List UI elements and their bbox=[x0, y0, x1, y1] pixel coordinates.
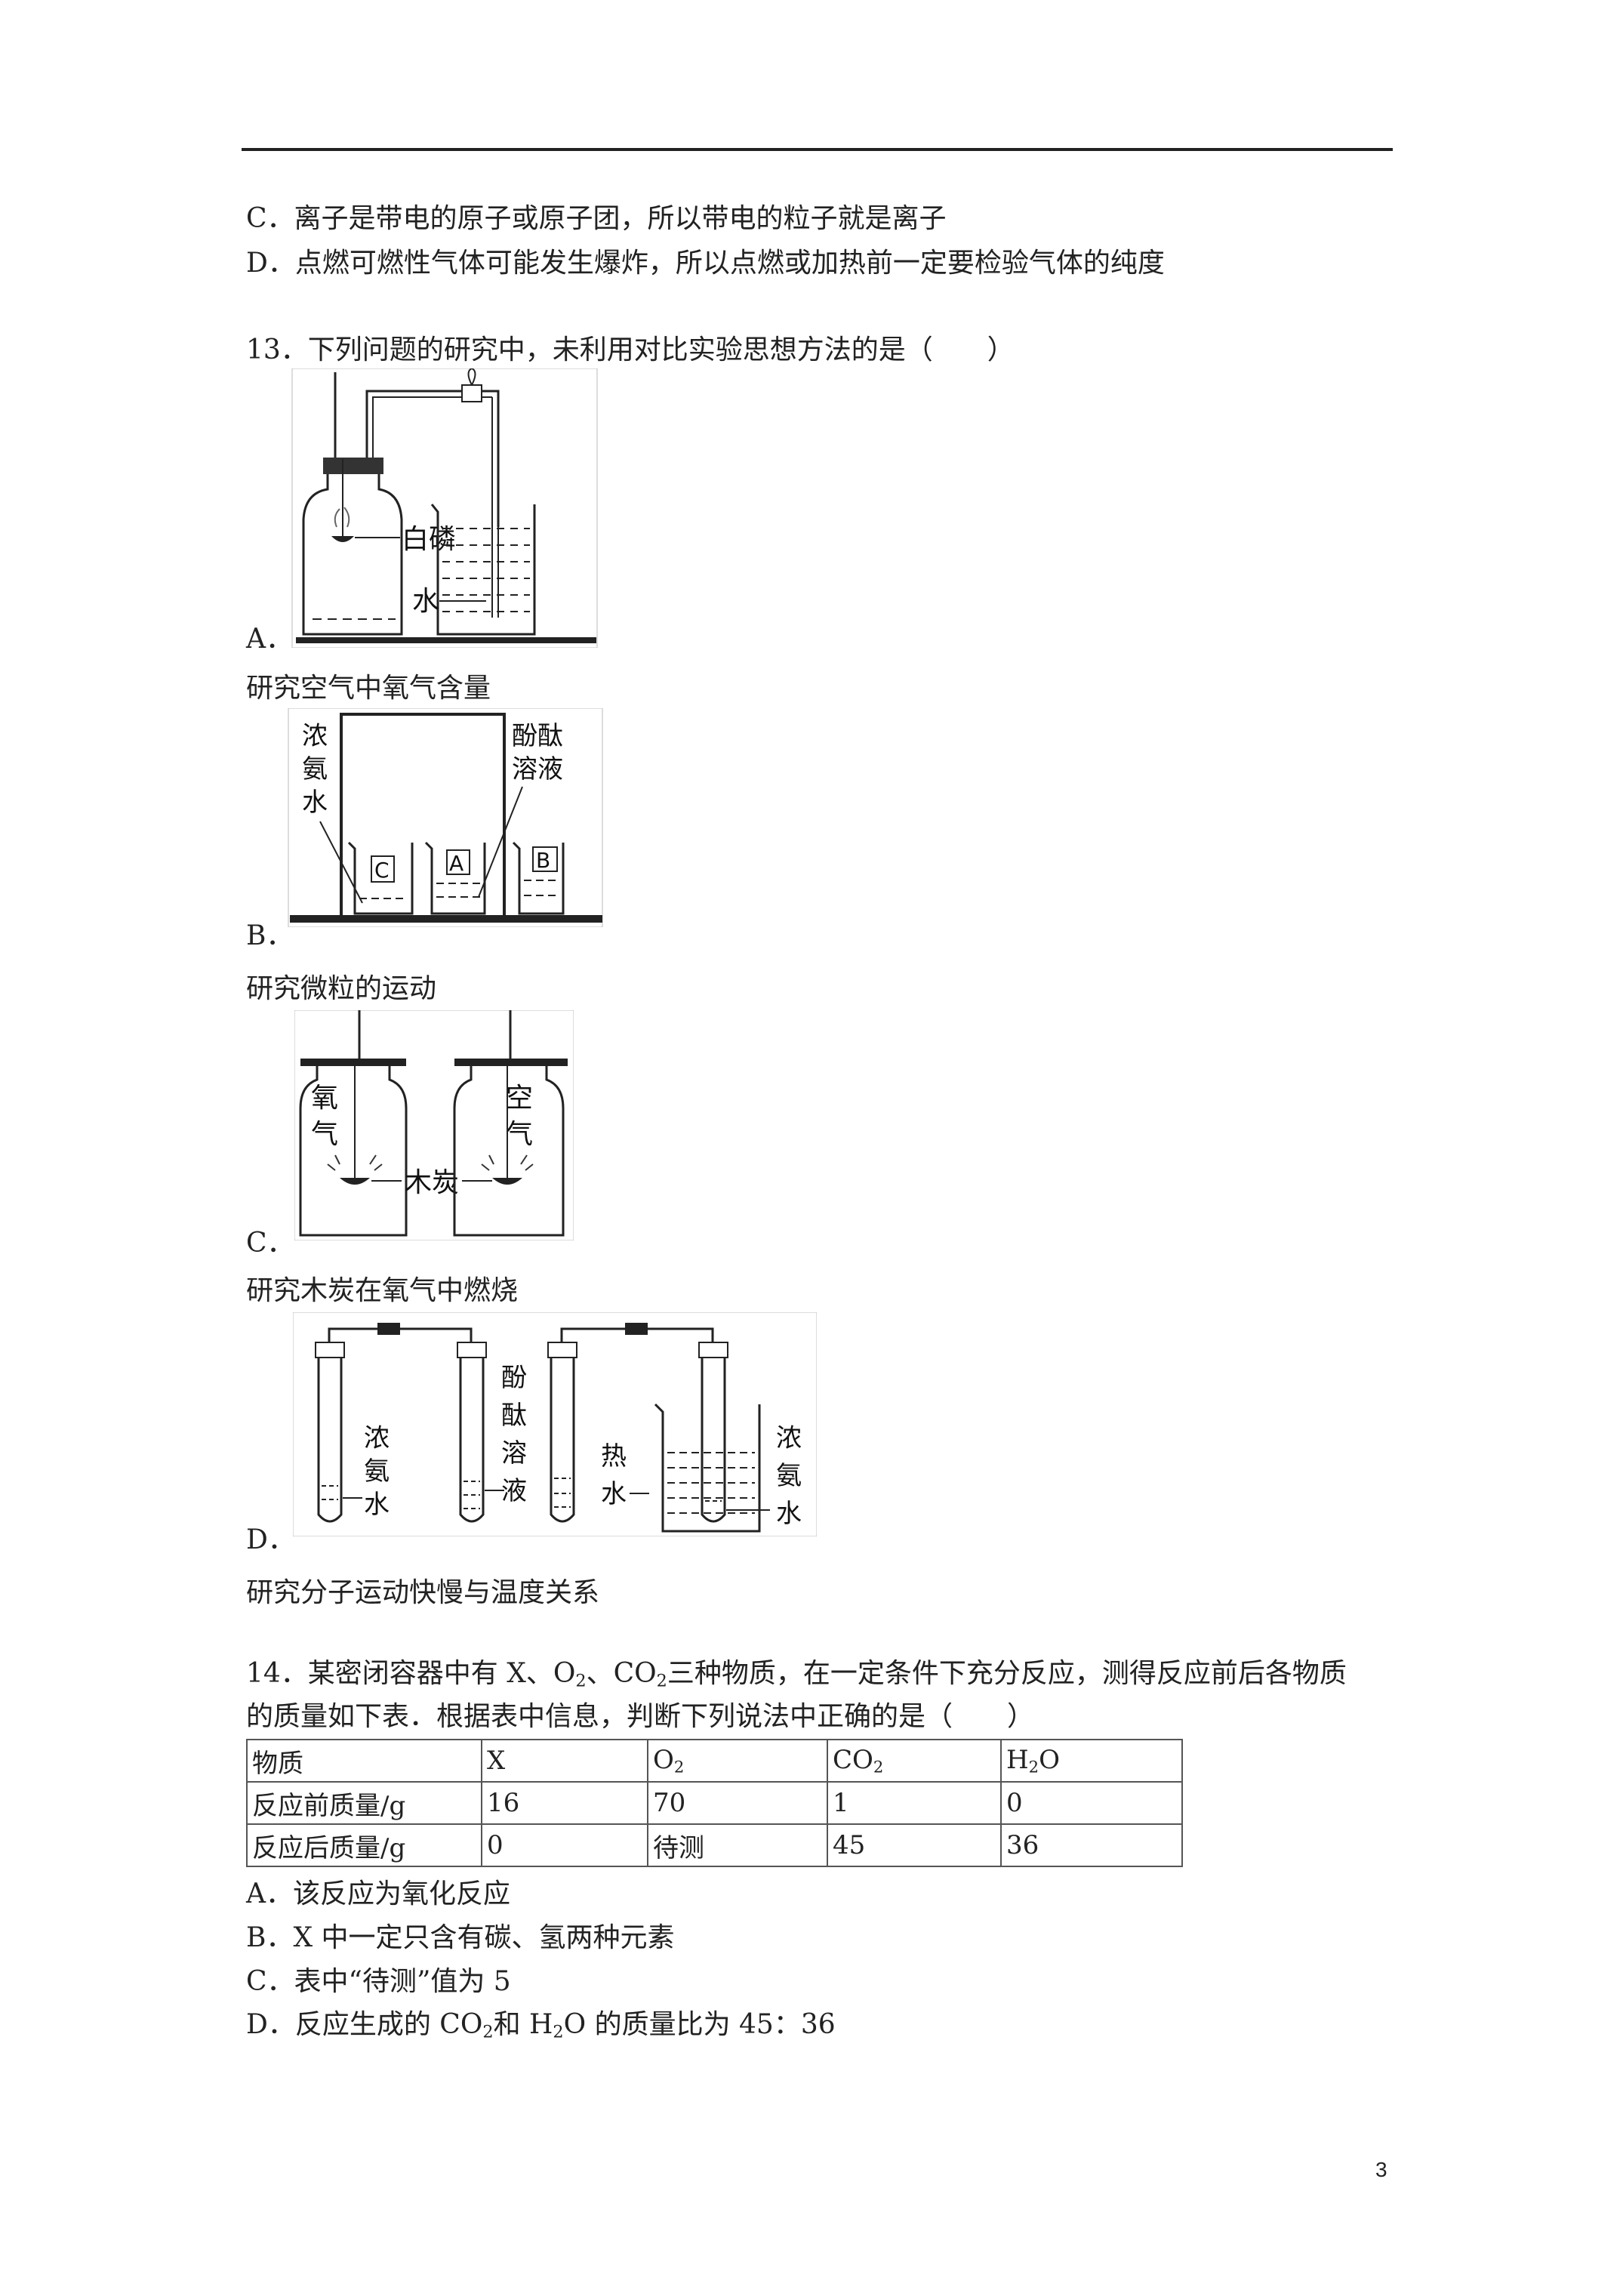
option-b-caption: 研究微粒的运动 bbox=[246, 973, 437, 1004]
label-oxygen-2: 气 bbox=[311, 1119, 338, 1150]
label-ammonia-1: 浓 bbox=[302, 721, 328, 751]
header-rule bbox=[242, 148, 1393, 151]
label-d-phenol-1: 酚 bbox=[501, 1363, 527, 1393]
q14-option-a: A．该反应为氧化反应 bbox=[246, 1878, 510, 1909]
label-d-phenol-3: 溶 bbox=[501, 1438, 527, 1469]
q14-stem-line2: 的质量如下表．根据表中信息，判断下列说法中正确的是（ ） bbox=[246, 1701, 1035, 1732]
table-cell: 反应前质量/g bbox=[246, 1781, 482, 1825]
table-cell: 待测 bbox=[647, 1823, 828, 1867]
label-d-ammonia2-1: 浓 bbox=[776, 1423, 802, 1453]
table-cell: 70 bbox=[647, 1781, 828, 1825]
label-phenol-2: 溶液 bbox=[512, 754, 563, 784]
q14-option-b: B．X 中一定只含有碳、氢两种元素 bbox=[246, 1922, 675, 1953]
option-a-letter: A． bbox=[246, 624, 293, 655]
label-air-2: 气 bbox=[506, 1119, 533, 1150]
table-cell: 0 bbox=[1000, 1781, 1183, 1825]
figure-b-apparatus: 浓 氨 水 酚酞 溶液 C A B bbox=[287, 708, 604, 927]
beaker-a-label: A bbox=[449, 851, 463, 876]
table-row: 反应前质量/g 16 70 1 0 bbox=[246, 1781, 1183, 1825]
table-cell: 0 bbox=[481, 1823, 648, 1867]
label-phenol-1: 酚酞 bbox=[512, 721, 563, 751]
label-water: 水 bbox=[412, 586, 439, 617]
q14-table: 物质 X O2 CO2 H2O 反应前质量/g 16 70 1 0 反应后质量/… bbox=[246, 1739, 1183, 1867]
label-d-phenol-4: 液 bbox=[501, 1476, 527, 1506]
beaker-b-label: B bbox=[536, 848, 550, 873]
table-row-header: 物质 X O2 CO2 H2O bbox=[246, 1739, 1183, 1783]
table-cell: 反应后质量/g bbox=[246, 1823, 482, 1867]
option-b-letter: B． bbox=[246, 920, 294, 951]
page-number: 3 bbox=[1375, 2158, 1387, 2181]
q14-option-d: D．反应生成的 CO2和 H2O 的质量比为 45：36 bbox=[246, 2009, 836, 2042]
table-cell: H2O bbox=[1000, 1739, 1183, 1783]
label-d-phenol-2: 酞 bbox=[501, 1401, 527, 1431]
table-cell: 物质 bbox=[246, 1739, 482, 1783]
table-cell: 36 bbox=[1000, 1823, 1183, 1867]
label-oxygen-1: 氧 bbox=[311, 1083, 338, 1114]
option-d-letter: D． bbox=[246, 1524, 295, 1555]
label-air-1: 空 bbox=[506, 1083, 533, 1114]
label-d-hot-2: 水 bbox=[601, 1479, 627, 1509]
option-a-caption: 研究空气中氧气含量 bbox=[246, 673, 491, 704]
table-cell: 45 bbox=[827, 1823, 1002, 1867]
label-charcoal: 木炭 bbox=[405, 1167, 459, 1198]
label-d-ammonia1-3: 水 bbox=[364, 1490, 390, 1520]
label-d-ammonia2-3: 水 bbox=[776, 1499, 802, 1529]
option-c-letter: C． bbox=[246, 1228, 294, 1259]
label-ammonia-3: 水 bbox=[302, 787, 328, 818]
q12-option-d: D．点燃可燃性气体可能发生爆炸，所以点燃或加热前一定要检验气体的纯度 bbox=[246, 248, 1165, 279]
figure-a-apparatus: 白磷 水 bbox=[290, 368, 599, 648]
label-d-hot-1: 热 bbox=[601, 1441, 627, 1472]
figure-c-apparatus: 氧 气 木炭 空 气 bbox=[294, 1010, 574, 1240]
q13-stem: 13．下列问题的研究中，未利用对比实验思想方法的是（ ） bbox=[246, 334, 1015, 365]
table-cell: 16 bbox=[481, 1781, 648, 1825]
figure-d-apparatus: 浓 氨 水 酚 酞 溶 液 热 水 bbox=[293, 1312, 817, 1536]
label-d-ammonia1-1: 浓 bbox=[364, 1423, 390, 1453]
beaker-c-label: C bbox=[374, 858, 390, 883]
label-ammonia-2: 氨 bbox=[302, 754, 328, 784]
option-d-caption: 研究分子运动快慢与温度关系 bbox=[246, 1577, 600, 1608]
q14-stem-line1: 14．某密闭容器中有 X、O2、CO2三种物质，在一定条件下充分反应，测得反应前… bbox=[246, 1658, 1347, 1691]
table-cell: 1 bbox=[827, 1781, 1002, 1825]
table-cell: X bbox=[481, 1739, 648, 1783]
q14-option-c: C．表中“待测”值为 5 bbox=[246, 1966, 511, 1997]
option-c-caption: 研究木炭在氧气中燃烧 bbox=[246, 1275, 519, 1306]
table-row: 反应后质量/g 0 待测 45 36 bbox=[246, 1823, 1183, 1867]
label-d-ammonia1-2: 氨 bbox=[364, 1456, 390, 1487]
q12-option-c: C．离子是带电的原子或原子团，所以带电的粒子就是离子 bbox=[246, 203, 947, 234]
table-cell: O2 bbox=[647, 1739, 828, 1783]
label-d-ammonia2-2: 氨 bbox=[776, 1461, 802, 1491]
table-cell: CO2 bbox=[827, 1739, 1002, 1783]
